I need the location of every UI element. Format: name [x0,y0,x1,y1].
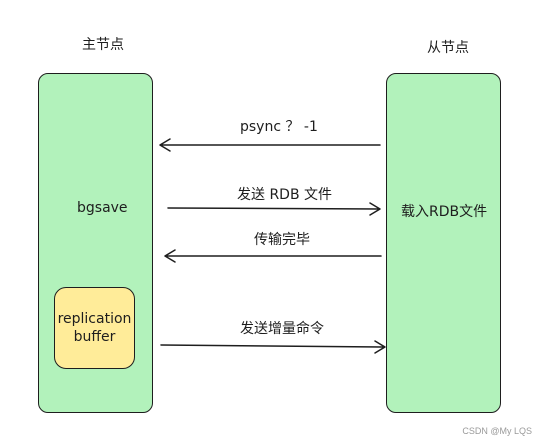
arrow-incremental [160,340,386,354]
arrow-send-rdb [167,202,381,216]
message-label-transfer-done: 传输完毕 [254,232,310,248]
buffer-label-line2: buffer [73,329,116,345]
replication-buffer: replication buffer [54,287,135,369]
slave-action-label: 载入RDB文件 [401,204,488,220]
master-action-label: bgsave [77,200,128,216]
slave-node [386,73,501,413]
buffer-label-line1: replication [57,311,132,327]
slave-title: 从节点 [427,40,469,56]
arrow-psync [159,138,381,152]
arrow-transfer-done [164,249,382,263]
message-label-send-rdb: 发送 RDB 文件 [237,187,333,203]
watermark: CSDN @My LQS [462,426,532,436]
message-label-psync: psync ？ -1 [240,119,318,135]
master-title: 主节点 [82,37,124,53]
message-label-incremental: 发送增量命令 [240,321,324,337]
